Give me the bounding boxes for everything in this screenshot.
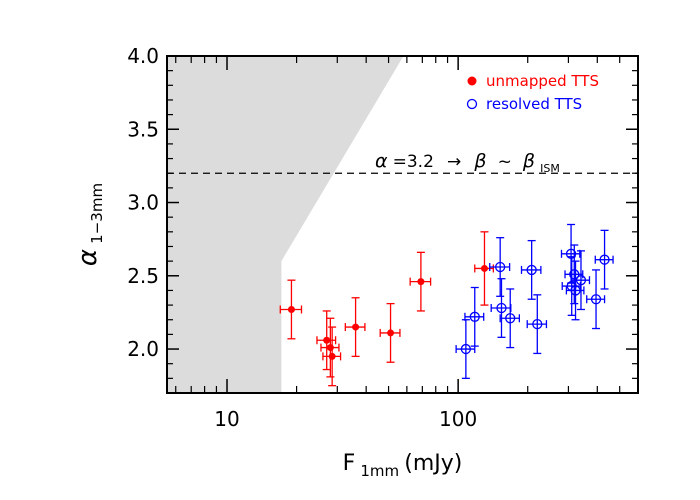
data-marker [287,305,295,313]
data-point [526,294,548,355]
x-label-main: F [343,451,356,476]
x-tick-label: 10 [214,407,239,431]
data-point [316,310,337,371]
data-point [571,250,591,311]
series-resolved [455,223,614,379]
y-tick-label: 3.5 [127,117,159,141]
ref-arrow: → [447,152,461,172]
legend-marker-unmapped [467,76,477,86]
data-marker [575,275,587,286]
y-axis-label: α 1−3mm [73,183,106,266]
data-marker [569,269,580,280]
data-marker [387,329,395,337]
ref-beta: β [473,150,486,172]
y-tick-label: 2.0 [127,337,159,361]
data-marker [352,323,360,331]
data-marker [590,294,602,305]
data-point [344,297,366,358]
data-marker [570,285,581,296]
y-tick-label: 3.0 [127,191,159,215]
data-point [379,302,401,363]
data-point [520,239,542,300]
ref-alpha: α [375,150,388,172]
data-point [320,317,340,378]
data-point [409,251,432,312]
reference-line-label: α =3.2 → β ~ β ISM [375,150,560,175]
data-marker [417,278,425,286]
excluded-region [167,56,404,393]
ref-eq: =3.2 [393,152,434,172]
data-marker [599,254,610,265]
data-marker [532,318,543,330]
data-marker [495,261,506,273]
y-label-main: α [73,249,103,266]
x-axis-label: F 1mm (mJy) [343,451,463,480]
data-point [490,278,512,338]
x-label-unit: (mJy) [404,451,462,476]
excluded-region-layer [167,56,404,393]
x-label-sub: 1mm [360,462,399,480]
data-point [464,286,485,347]
series-unmapped [279,231,494,387]
data-point [499,288,521,349]
data-marker [480,264,488,272]
legend-label-unmapped: unmapped TTS [486,72,599,90]
data-marker [460,343,472,355]
data-point [564,244,584,305]
ref-sim: ~ [498,152,512,172]
y-label-sub: 1−3mm [88,183,106,244]
data-point [594,229,614,290]
data-point [586,269,606,330]
data-marker [526,264,537,276]
legend-label-resolved: resolved TTS [486,95,582,113]
legend-marker-resolved [466,98,478,110]
y-tick-label: 4.0 [127,44,159,68]
data-marker [328,352,336,360]
x-tick-label: 100 [439,407,477,431]
data-layer [279,223,614,387]
legend: unmapped TTS resolved TTS [466,72,599,113]
data-point [455,319,476,379]
data-point [474,231,494,306]
data-marker [326,344,334,352]
data-point [489,237,511,297]
data-point [322,326,342,387]
data-marker [469,311,480,322]
data-marker [505,313,516,324]
data-marker [496,302,507,314]
ref-sub: ISM [540,162,560,175]
plot-frame [166,55,639,394]
axis-layer: 2.0 2.5 3.0 3.5 4.0 10 100 [127,44,639,431]
data-marker [323,336,331,344]
ref-beta2: β [522,150,535,172]
data-point [279,279,303,340]
y-tick-label: 2.5 [127,264,159,288]
